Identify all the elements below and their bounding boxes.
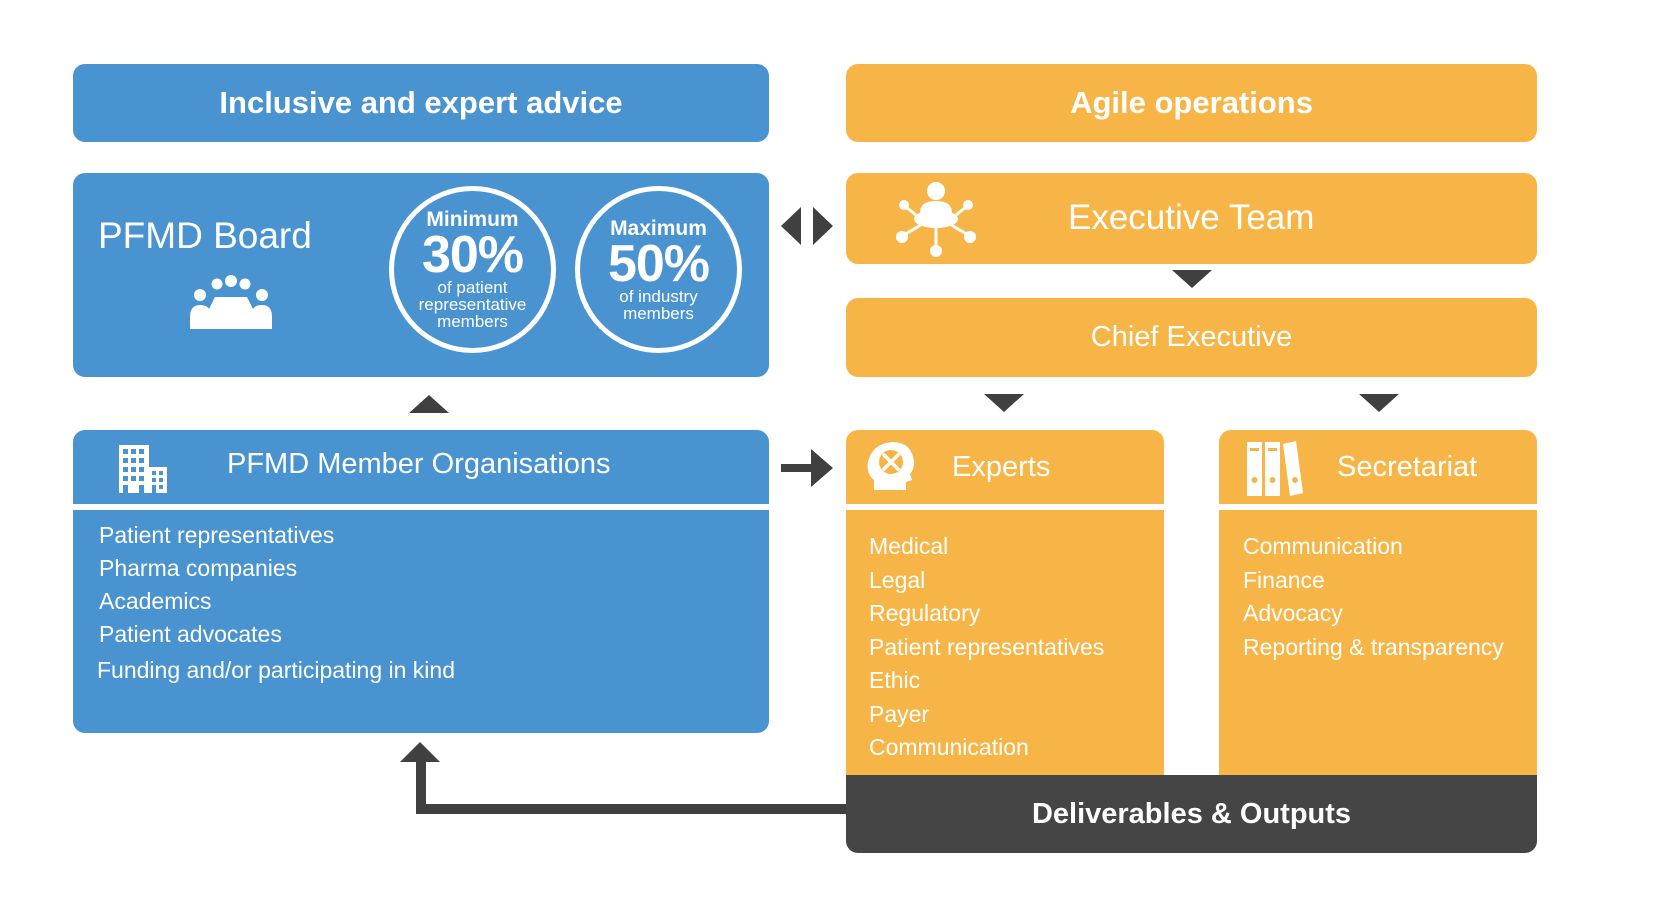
arrow-right-icon	[781, 449, 833, 487]
experts-divider	[846, 504, 1164, 510]
executive-team-box: Executive Team	[846, 173, 1537, 264]
list-item: Patient advocates	[99, 621, 282, 647]
list-item: Finance	[1243, 566, 1325, 593]
list-item: Medical	[869, 533, 949, 559]
list-item: Reporting & transparency	[1243, 633, 1504, 660]
member-orgs-title: PFMD Member Organisations	[227, 448, 611, 480]
double-arrow-icon	[781, 207, 833, 245]
feedback-arrow-icon	[400, 742, 846, 814]
deliverables-title: Deliverables & Outputs	[1031, 797, 1352, 830]
list-item: Patient representatives	[869, 633, 1105, 660]
binders-icon	[1247, 441, 1303, 496]
pfmd-board-box: PFMD Board Minimum 30% of patient repres…	[73, 173, 769, 377]
max-label: Maximum	[610, 216, 707, 240]
experts-list: Medical Legal Regulatory Patient represe…	[869, 530, 1104, 765]
list-item: Ethic	[869, 667, 921, 693]
chief-executive-box: Chief Executive	[846, 298, 1537, 377]
list-item: Funding and/or participating in kind	[97, 657, 456, 683]
buildings-icon	[119, 445, 167, 493]
arrow-down-icon	[1359, 394, 1399, 412]
meeting-table-icon	[190, 275, 272, 329]
network-person-icon	[896, 182, 976, 257]
list-item: Academics	[99, 588, 212, 614]
member-orgs-list: Patient representatives Pharma companies…	[97, 519, 456, 687]
secretariat-divider	[1219, 504, 1537, 510]
max-line2: members	[623, 303, 694, 323]
list-item: Regulatory	[869, 600, 981, 626]
max-value: 50%	[607, 234, 710, 293]
advice-header: Inclusive and expert advice	[73, 64, 769, 142]
min-line3: members	[437, 312, 508, 331]
experts-title: Experts	[952, 451, 1051, 483]
min-label: Minimum	[426, 208, 519, 231]
chief-executive-title: Chief Executive	[1090, 321, 1293, 353]
list-item: Patient representatives	[99, 522, 335, 548]
arrow-down-icon	[984, 394, 1024, 412]
member-orgs-box: PFMD Member Organisations Patient repres…	[73, 430, 769, 733]
executive-team-title: Executive Team	[1068, 198, 1315, 237]
secretariat-box: Secretariat Communication Finance Advoca…	[1219, 430, 1537, 800]
list-item: Advocacy	[1243, 600, 1343, 626]
experts-box: Experts Medical Legal Regulatory Patient…	[846, 430, 1164, 800]
list-item: Payer	[869, 700, 930, 727]
head-tools-icon	[867, 442, 914, 490]
min-line2: representative	[418, 295, 527, 314]
secretariat-list: Communication Finance Advocacy Reporting…	[1243, 530, 1504, 664]
deliverables-box: Deliverables & Outputs	[846, 775, 1537, 853]
min-value: 30%	[421, 226, 524, 284]
max-industry-circle: Maximum 50% of industry members	[575, 186, 742, 353]
min-line1: of patient	[437, 278, 508, 297]
list-item: Pharma companies	[99, 555, 298, 581]
list-item: Communication	[1243, 533, 1403, 559]
secretariat-title: Secretariat	[1337, 451, 1478, 483]
max-line1: of industry	[619, 286, 698, 306]
board-title: PFMD Board	[98, 215, 312, 256]
arrow-up-icon	[409, 395, 449, 413]
arrow-down-icon	[1172, 270, 1212, 288]
min-patient-circle: Minimum 30% of patient representative me…	[389, 186, 556, 353]
agile-header-text: Agile operations	[1070, 85, 1313, 120]
member-orgs-divider	[73, 504, 769, 510]
advice-header-text: Inclusive and expert advice	[219, 85, 623, 120]
list-item: Communication	[869, 734, 1029, 760]
agile-header: Agile operations	[846, 64, 1537, 142]
list-item: Legal	[869, 566, 926, 593]
